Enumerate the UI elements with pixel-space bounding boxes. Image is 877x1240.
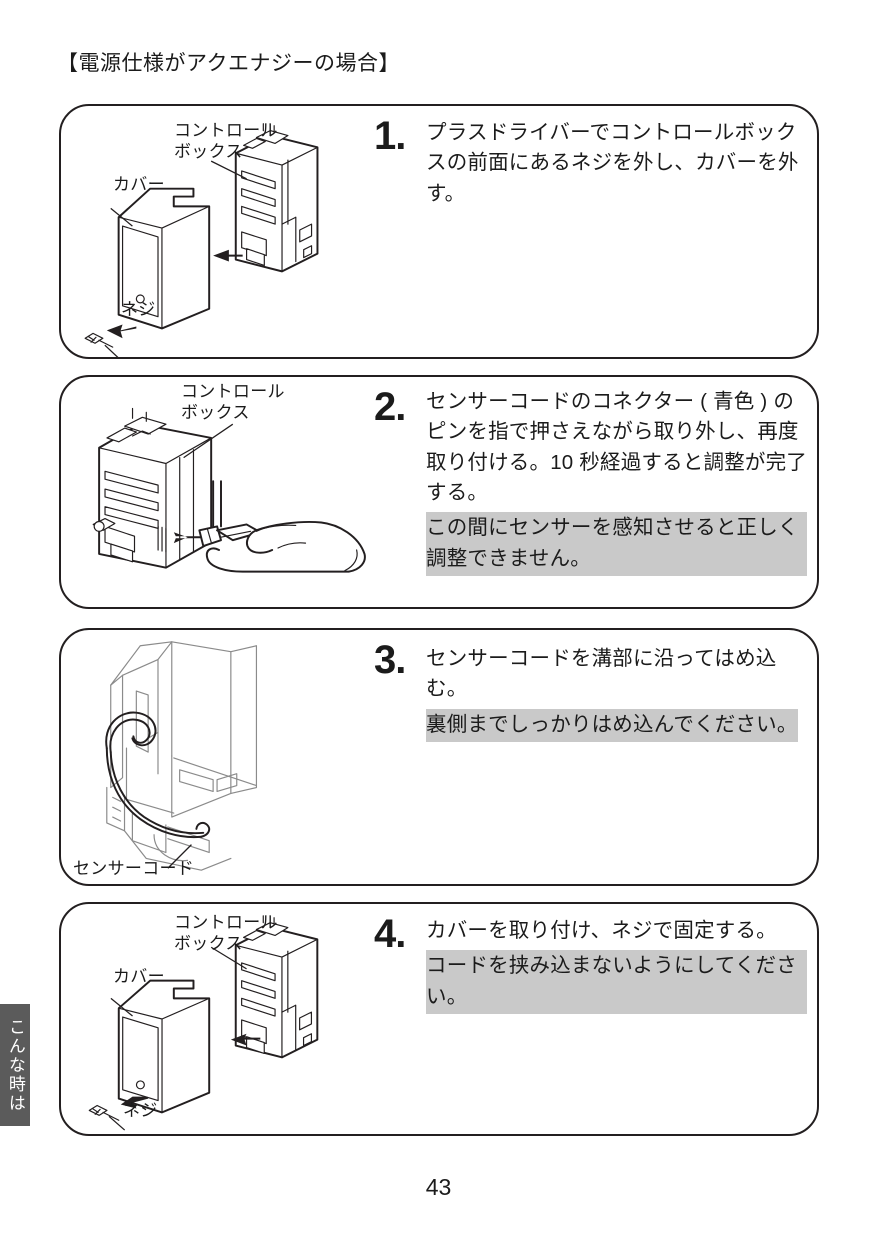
screw-art [88,1096,149,1121]
sensor-cord-label-3: センサーコード [73,859,195,878]
step-1-body: 1. プラスドライバーでコントロールボックスの前面にあるネジを外し、カバーを外す… [374,106,811,357]
page-number: 43 [425,1174,452,1200]
step-3-instruction: センサーコードを溝部に沿ってはめ込む。 [426,647,777,701]
step-1-number: 1. [374,114,406,158]
sensor-cord-leader [167,844,192,869]
control-box-label-4: コントロール ボックス [174,913,278,954]
step-1-text: プラスドライバーでコントロールボックスの前面にあるネジを外し、カバーを外す。 [426,121,799,205]
cover-label-1: カバー [113,175,165,194]
control-box-leader [210,160,247,180]
step-panel-2: コントロール ボックス 2. センサーコードのコネクター ( 青色 ) のピンを… [59,375,819,609]
step-4-figure: コントロール ボックス カバー ネジ [61,904,381,1134]
step-2-body: 2. センサーコードのコネクター ( 青色 ) のピンを指で押さえながら取り外し… [374,377,811,607]
hand-art [205,521,366,573]
step-3-note-wrap: 裏側までしっかりはめ込んでください。 [426,708,807,742]
sensor-cord-art [105,711,211,839]
step-3-note: 裏側までしっかりはめ込んでください。 [426,708,798,742]
step-3-figure: センサーコード [61,630,381,884]
step-3-text: センサーコードを溝部に沿ってはめ込む。 裏側までしっかりはめ込んでください。 [426,644,807,742]
control-box-label-1: コントロール ボックス [174,121,278,162]
step-4-number: 4. [374,912,406,956]
control-box-leader [183,423,234,459]
step-4-note-wrap: コードを挟み込まないようにしてください。 [426,950,807,1014]
control-box-label-2: コントロール ボックス [181,382,285,423]
cover-art [117,187,211,330]
control-box-art [92,407,213,569]
control-box-art [234,123,319,273]
step-4-note: コードを挟み込まないようにしてください。 [426,950,807,1014]
step-2-number: 2. [374,385,406,429]
step-4-body: 4. カバーを取り付け、ネジで固定する。 コードを挟み込まないようにしてください… [374,904,811,1134]
step-2-note: この間にセンサーを感知させると正しく調整できません。 [426,512,807,576]
step-panel-3: センサーコード 3. センサーコードを溝部に沿ってはめ込む。 裏側までしっかりは… [59,628,819,886]
housing-art [106,641,258,871]
section-thumb-tab: こんな時は [0,1004,30,1126]
screw-art [84,324,137,348]
screw-leader [104,344,119,357]
step-3-number: 3. [374,638,406,682]
step-2-note-wrap: この間にセンサーを感知させると正しく調整できません。 [426,512,807,576]
step-2-figure: コントロール ボックス [61,377,381,607]
step-1-figure: コントロール ボックス カバー ネジ [61,106,381,357]
section-thumb-tab-label: こんな時は [5,1017,25,1113]
cover-leader [110,207,133,227]
step-2-text: センサーコードのコネクター ( 青色 ) のピンを指で押さえながら取り外し、再度… [426,387,807,576]
control-box-leader [210,946,247,970]
step-4-instruction: カバーを取り付け、ネジで固定する。 [426,919,777,942]
screw-label-4: ネジ [123,1101,158,1120]
insert-arrow [173,532,202,544]
page-title: 【電源仕様がアクエナジーの場合】 [57,52,400,75]
cover-art [117,979,211,1114]
control-box-art [234,915,319,1059]
assembly-arrow [213,249,243,262]
step-2-instruction: センサーコードのコネクター ( 青色 ) のピンを指で押さえながら取り外し、再度… [426,390,807,504]
screw-label-1: ネジ [121,300,156,319]
step-4-text: カバーを取り付け、ネジで固定する。 コードを挟み込まないようにしてください。 [426,916,807,1014]
step-3-body: 3. センサーコードを溝部に沿ってはめ込む。 裏側までしっかりはめ込んでください… [374,630,811,884]
screw-leader [108,1115,126,1131]
step-panel-4: コントロール ボックス カバー ネジ 4. カバーを取り付け、ネジで固定する。 … [59,902,819,1136]
cover-leader [110,997,133,1017]
cover-label-4: カバー [113,967,165,986]
assembly-arrow [230,1033,261,1046]
step-panel-1: コントロール ボックス カバー ネジ 1. プラスドライバーでコントロールボック… [59,104,819,359]
